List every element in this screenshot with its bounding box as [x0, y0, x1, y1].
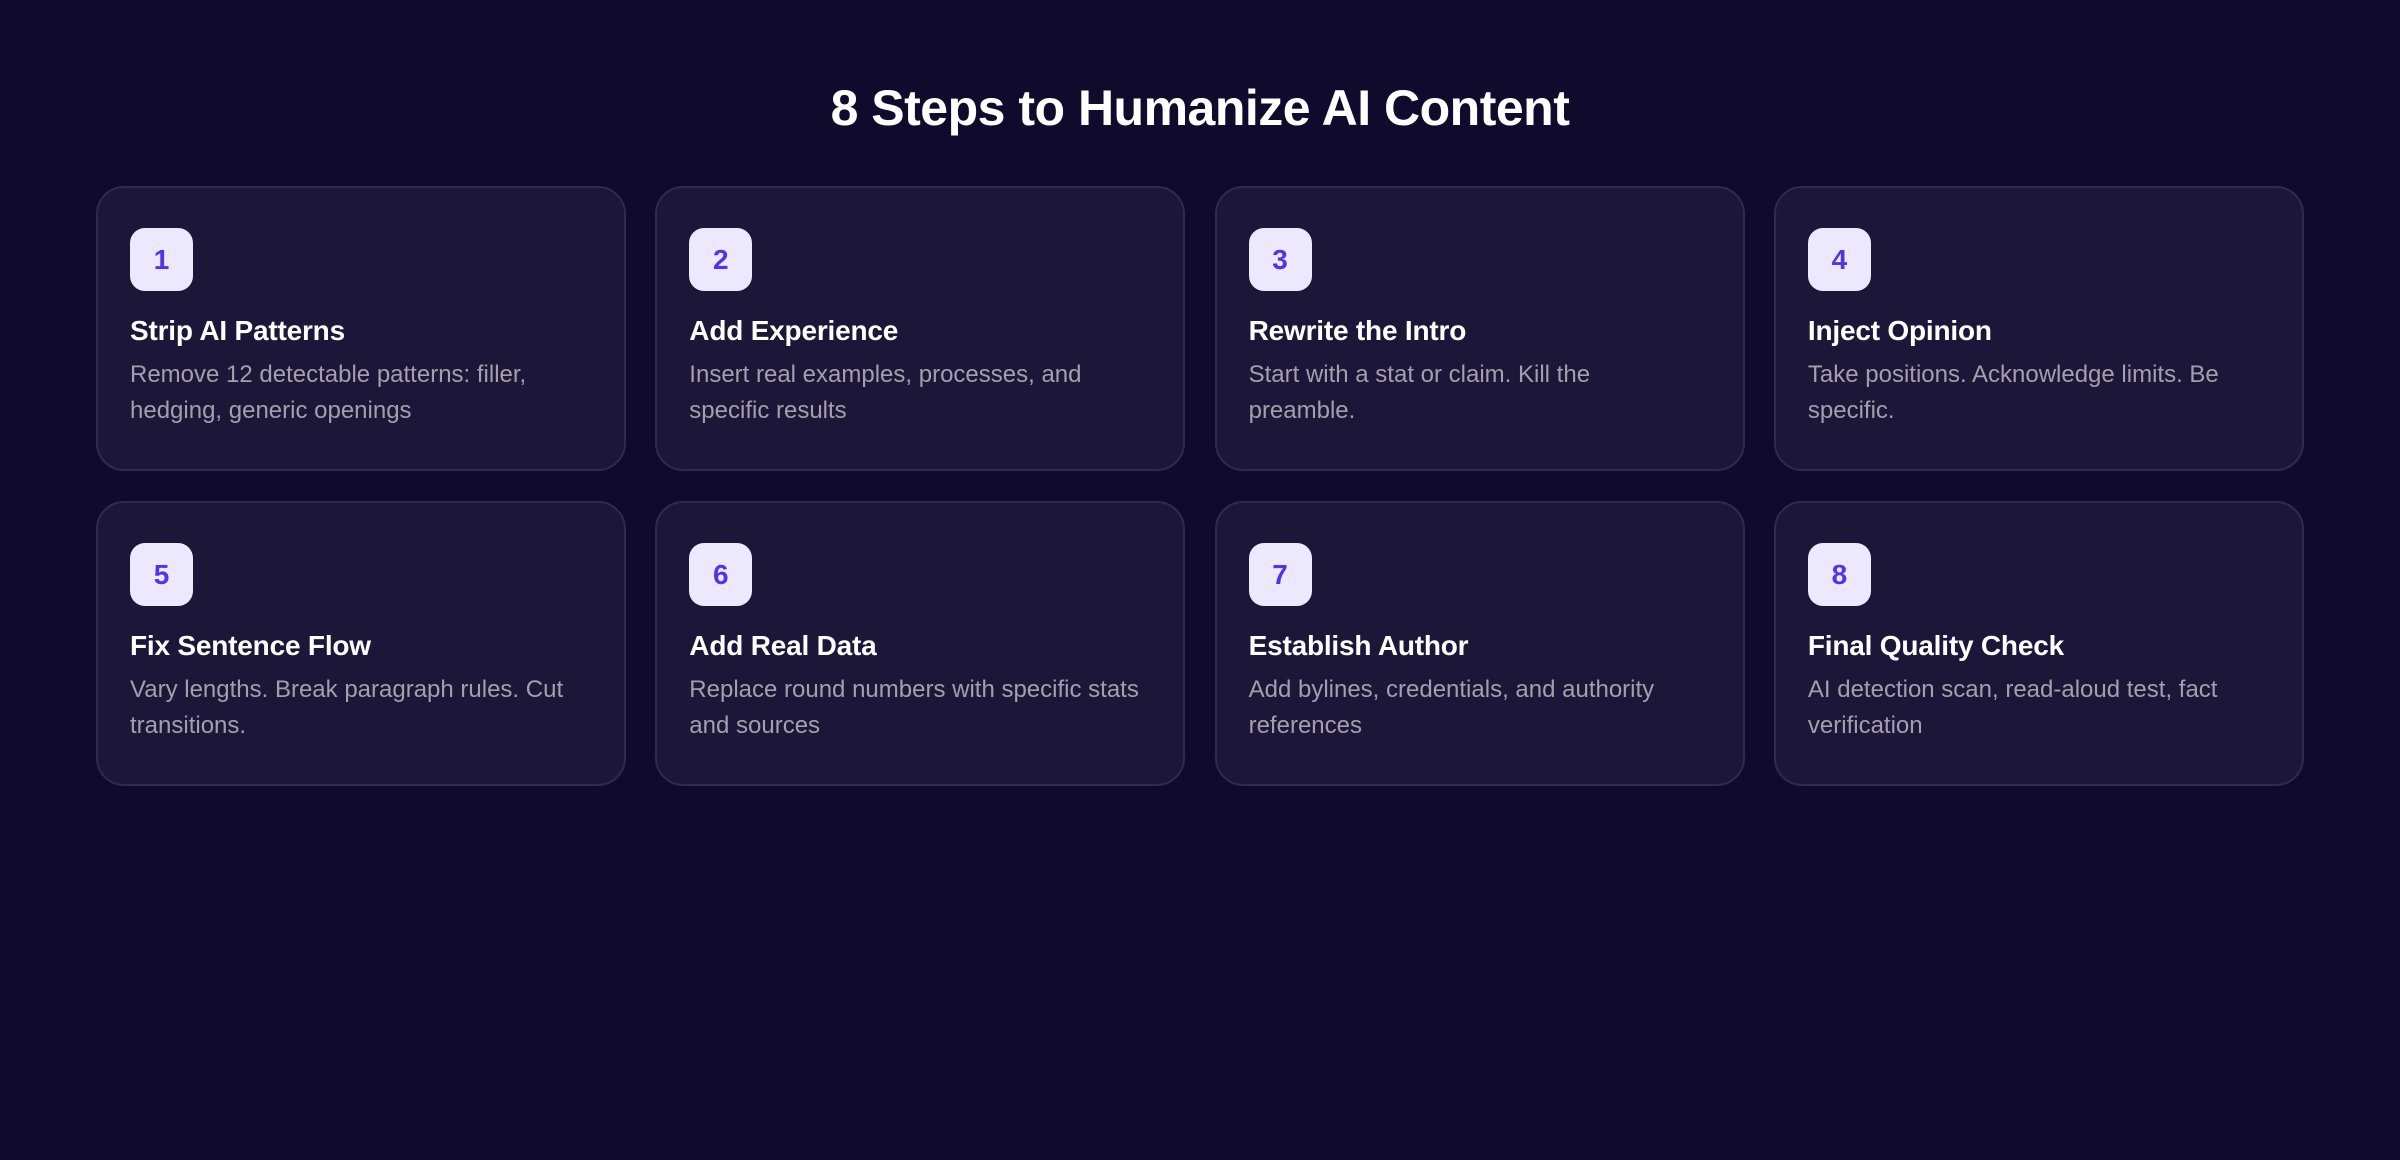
step-title: Add Real Data	[689, 630, 877, 661]
step-card-7: 7 Establish Author Add bylines, credenti…	[1214, 501, 1745, 786]
steps-grid: 1 Strip AI Patterns Remove 12 detectable…	[96, 186, 2304, 786]
step-title: Rewrite the Intro	[1248, 315, 1467, 346]
step-number-badge: 8	[1807, 543, 1871, 606]
step-number-badge: 2	[689, 228, 753, 291]
step-title: Add Experience	[689, 315, 899, 346]
step-description: AI detection scan, read-aloud test, fact…	[1807, 676, 2218, 739]
step-description: Add bylines, credentials, and authority …	[1248, 676, 1655, 739]
step-title: Strip AI Patterns	[130, 315, 345, 346]
step-description: Insert real examples, processes, and spe…	[689, 361, 1082, 424]
step-card-4: 4 Inject Opinion Take positions. Acknowl…	[1773, 186, 2304, 471]
step-title: Establish Author	[1248, 630, 1469, 661]
step-card-6: 6 Add Real Data Replace round numbers wi…	[655, 501, 1186, 786]
step-number-badge: 3	[1248, 228, 1312, 291]
step-title: Fix Sentence Flow	[130, 630, 371, 661]
step-card-8: 8 Final Quality Check AI detection scan,…	[1773, 501, 2304, 786]
step-description: Replace round numbers with specific stat…	[689, 676, 1139, 739]
step-number-badge: 7	[1248, 543, 1312, 606]
step-title: Final Quality Check	[1807, 630, 2064, 661]
step-number-badge: 4	[1807, 228, 1871, 291]
step-number-badge: 5	[130, 543, 193, 606]
step-description: Take positions. Acknowledge limits. Be s…	[1807, 361, 2219, 424]
step-card-1: 1 Strip AI Patterns Remove 12 detectable…	[96, 186, 626, 471]
step-description: Start with a stat or claim. Kill the pre…	[1248, 361, 1591, 424]
step-card-2: 2 Add Experience Insert real examples, p…	[655, 186, 1186, 471]
step-description: Remove 12 detectable patterns: filler, h…	[130, 361, 527, 424]
step-title: Inject Opinion	[1807, 315, 1992, 346]
step-card-3: 3 Rewrite the Intro Start with a stat or…	[1214, 186, 1745, 471]
page-title: 8 Steps to Humanize AI Content	[830, 80, 1570, 136]
step-number-badge: 6	[689, 543, 753, 606]
step-number-badge: 1	[130, 228, 193, 291]
step-card-5: 5 Fix Sentence Flow Vary lengths. Break …	[96, 501, 626, 786]
step-description: Vary lengths. Break paragraph rules. Cut…	[130, 676, 564, 739]
